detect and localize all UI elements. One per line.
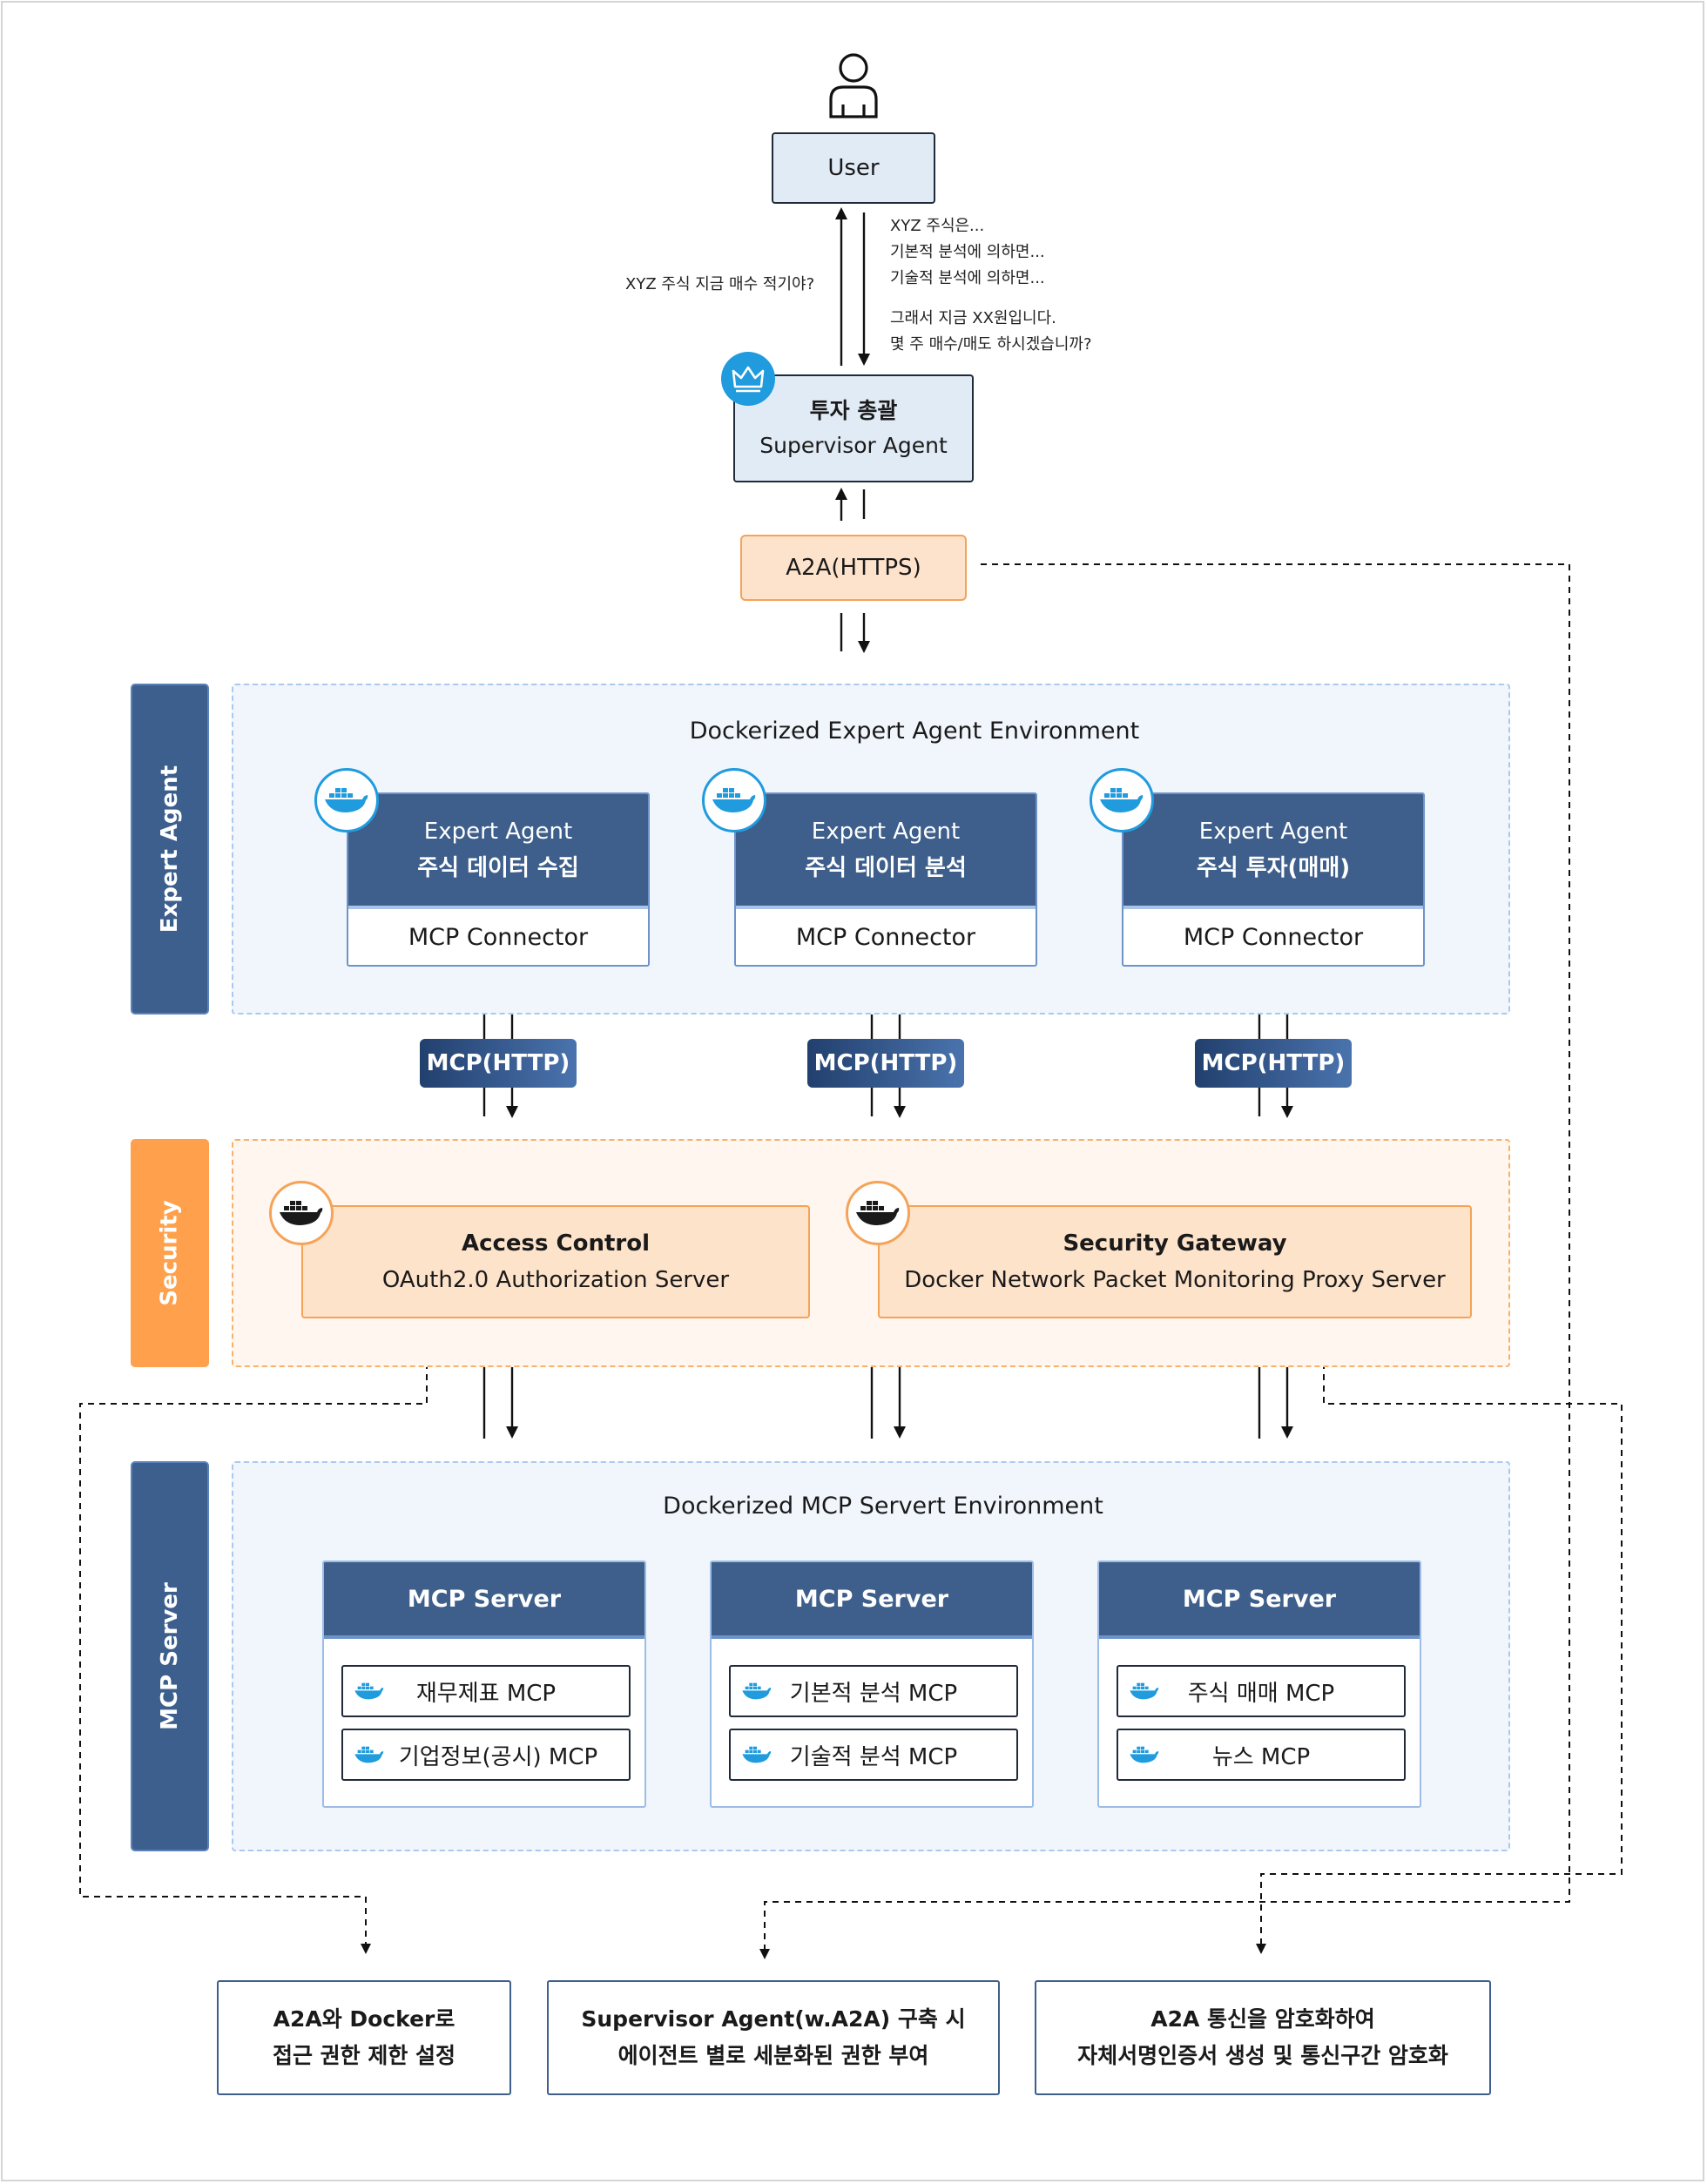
answer-line: XYZ 주식은...	[890, 217, 985, 235]
result-line: Supervisor Agent(w.A2A) 구축 시	[581, 2006, 966, 2032]
agent-role: 주식 데이터 수집	[417, 855, 579, 881]
agent-answer: XYZ 주식은... 기본적 분석에 의하면... 기술적 분석에 의하면...…	[890, 213, 1092, 358]
result-line: A2A 통신을 암호화하여	[1150, 2006, 1375, 2032]
security-gateway-title: Security Gateway	[1063, 1230, 1287, 1257]
mcp-server-title: MCP Server	[712, 1562, 1032, 1639]
mcp-tool-label: 기술적 분석 MCP	[789, 1743, 958, 1770]
supervisor-agent-box: 투자 총괄 Supervisor Agent	[733, 374, 974, 482]
mcp-tool-label: 주식 매매 MCP	[1187, 1680, 1335, 1707]
mcp-http-badge: MCP(HTTP)	[807, 1039, 964, 1088]
docker-whale-icon	[702, 768, 766, 832]
expert-agent-card: Expert Agent 주식 데이터 분석 MCP Connector	[734, 792, 1037, 967]
side-label-text: MCP Server	[157, 1582, 183, 1730]
agent-role: 주식 투자(매매)	[1196, 855, 1351, 881]
access-control-box: Access Control OAuth2.0 Authorization Se…	[301, 1205, 810, 1318]
docker-whale-icon	[846, 1181, 910, 1245]
result-line: A2A와 Docker로	[273, 2006, 455, 2032]
side-label-text: Security	[157, 1200, 183, 1306]
a2a-https-box: A2A(HTTPS)	[740, 535, 967, 601]
result-box-supervisor: Supervisor Agent(w.A2A) 구축 시 에이전트 별로 세분화…	[547, 1980, 1000, 2095]
mcp-connector: MCP Connector	[1183, 923, 1364, 951]
crown-icon	[721, 352, 775, 406]
docker-whale-icon	[1090, 768, 1154, 832]
answer-line: 몇 주 매수/매도 하시겠습니까?	[890, 335, 1092, 354]
access-control-subtitle: OAuth2.0 Authorization Server	[381, 1267, 730, 1293]
security-gateway-subtitle: Docker Network Packet Monitoring Proxy S…	[904, 1267, 1446, 1293]
mcp-tool-item: 기본적 분석 MCP	[729, 1665, 1018, 1717]
mcp-tool-item: 재무제표 MCP	[341, 1665, 631, 1717]
supervisor-subtitle: Supervisor Agent	[759, 433, 948, 458]
mcp-server-card: MCP Server 기본적 분석 MCP 기술적 분석 MCP	[710, 1560, 1034, 1808]
docker-whale-icon	[1130, 1682, 1159, 1700]
docker-whale-icon	[742, 1746, 772, 1763]
mcp-tool-item: 기업정보(공시) MCP	[341, 1729, 631, 1781]
expert-env-title: Dockerized Expert Agent Environment	[689, 718, 1140, 745]
answer-line: 기술적 분석에 의하면...	[890, 269, 1045, 287]
answer-line: 그래서 지금 XX원입니다.	[890, 309, 1056, 327]
side-label-mcp-server: MCP Server	[131, 1461, 209, 1851]
mcp-server-card: MCP Server 재무제표 MCP 기업정보(공시) MCP	[322, 1560, 646, 1808]
mcp-connector: MCP Connector	[408, 923, 589, 951]
mcp-tool-label: 기업정보(공시) MCP	[398, 1743, 598, 1770]
expert-agent-card: Expert Agent 주식 데이터 수집 MCP Connector	[347, 792, 650, 967]
mcp-tool-label: 뉴스 MCP	[1211, 1743, 1311, 1770]
mcp-tool-label: 기본적 분석 MCP	[789, 1680, 958, 1707]
docker-whale-icon	[269, 1181, 334, 1245]
user-box: User	[772, 132, 935, 204]
mcp-tool-label: 재무제표 MCP	[415, 1680, 557, 1707]
dashed-route-security-gateway	[1260, 1329, 1623, 1947]
agent-type: Expert Agent	[423, 819, 573, 845]
side-label-expert-agent: Expert Agent	[131, 684, 209, 1014]
result-line: 접근 권한 제한 설정	[272, 2043, 456, 2068]
mcp-connector: MCP Connector	[795, 923, 976, 951]
mcp-server-card: MCP Server 주식 매매 MCP 뉴스 MCP	[1097, 1560, 1421, 1808]
mcp-http-badge: MCP(HTTP)	[420, 1039, 577, 1088]
agent-type: Expert Agent	[1198, 819, 1348, 845]
mcp-tool-item: 주식 매매 MCP	[1117, 1665, 1406, 1717]
user-label: User	[827, 155, 880, 181]
answer-line: 기본적 분석에 의하면...	[890, 243, 1045, 261]
agent-role: 주식 데이터 분석	[805, 855, 967, 881]
access-control-title: Access Control	[461, 1230, 651, 1257]
mcp-server-title: MCP Server	[324, 1562, 644, 1639]
user-question: XYZ 주식 지금 매수 적기야?	[625, 275, 815, 293]
person-icon	[829, 53, 878, 118]
security-gateway-box: Security Gateway Docker Network Packet M…	[878, 1205, 1472, 1318]
result-box-access: A2A와 Docker로 접근 권한 제한 설정	[217, 1980, 511, 2095]
docker-whale-icon	[354, 1682, 384, 1700]
mcp-tool-item: 뉴스 MCP	[1117, 1729, 1406, 1781]
docker-whale-icon	[314, 768, 379, 832]
docker-whale-icon	[354, 1746, 384, 1763]
side-label-text: Expert Agent	[157, 765, 184, 934]
mcp-http-badge: MCP(HTTP)	[1195, 1039, 1352, 1088]
agent-type: Expert Agent	[811, 819, 961, 845]
mcp-server-title: MCP Server	[1099, 1562, 1420, 1639]
result-box-encryption: A2A 통신을 암호화하여 자체서명인증서 생성 및 통신구간 암호화	[1035, 1980, 1491, 2095]
side-label-security: Security	[131, 1139, 209, 1367]
dashed-route-a2a	[764, 563, 1570, 1952]
a2a-label: A2A(HTTPS)	[786, 555, 921, 581]
result-line: 에이전트 별로 세분화된 권한 부여	[617, 2043, 929, 2068]
docker-whale-icon	[1130, 1746, 1159, 1763]
result-line: 자체서명인증서 생성 및 통신구간 암호화	[1077, 2043, 1448, 2068]
supervisor-title: 투자 총괄	[809, 398, 898, 423]
dashed-route-access-control	[79, 1329, 428, 1947]
mcp-env-title: Dockerized MCP Servert Environment	[663, 1493, 1103, 1520]
expert-agent-card: Expert Agent 주식 투자(매매) MCP Connector	[1122, 792, 1425, 967]
mcp-tool-item: 기술적 분석 MCP	[729, 1729, 1018, 1781]
docker-whale-icon	[742, 1682, 772, 1700]
